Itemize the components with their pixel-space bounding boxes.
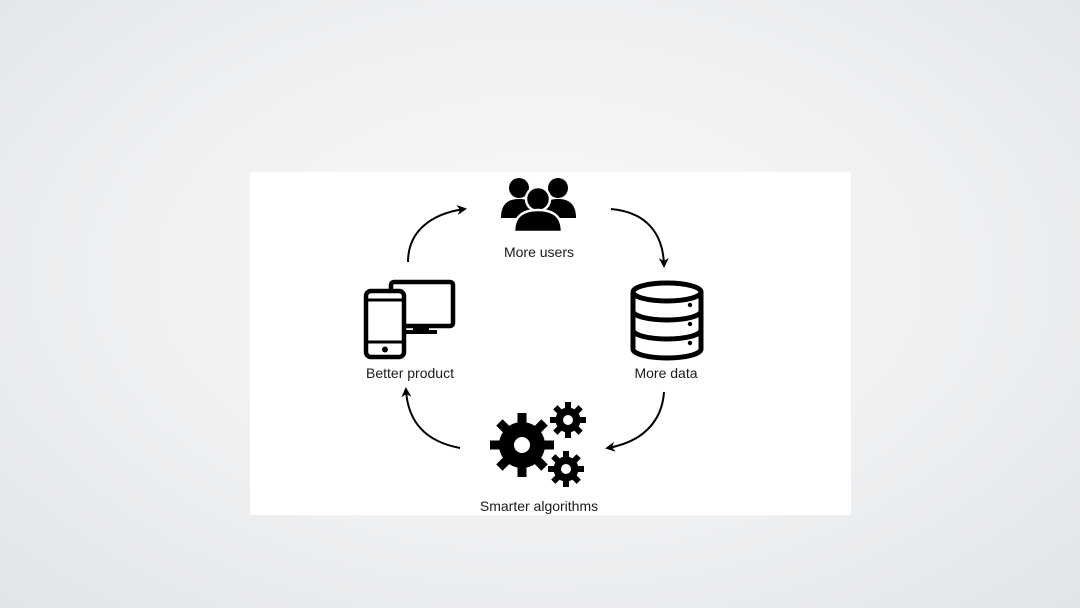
node-label-more-users: More users: [503, 244, 575, 260]
node-label-more-data: More data: [634, 365, 698, 381]
arrow-algorithms-to-product: [401, 387, 461, 449]
database-icon: [630, 280, 704, 361]
flywheel-diagram: More users More data Smarter algorithms …: [250, 172, 851, 515]
diagram-canvas: [363, 178, 704, 487]
node-label-better-product: Better product: [366, 365, 454, 381]
devices-icon: [363, 279, 456, 360]
gears-icon: [490, 402, 586, 487]
node-label-smarter-algorithms: Smarter algorithms: [479, 498, 599, 514]
arrow-product-to-users: [407, 205, 467, 263]
users-icon: [501, 178, 576, 234]
arrow-data-to-algorithms: [605, 391, 665, 452]
arrow-users-to-data: [610, 208, 669, 268]
